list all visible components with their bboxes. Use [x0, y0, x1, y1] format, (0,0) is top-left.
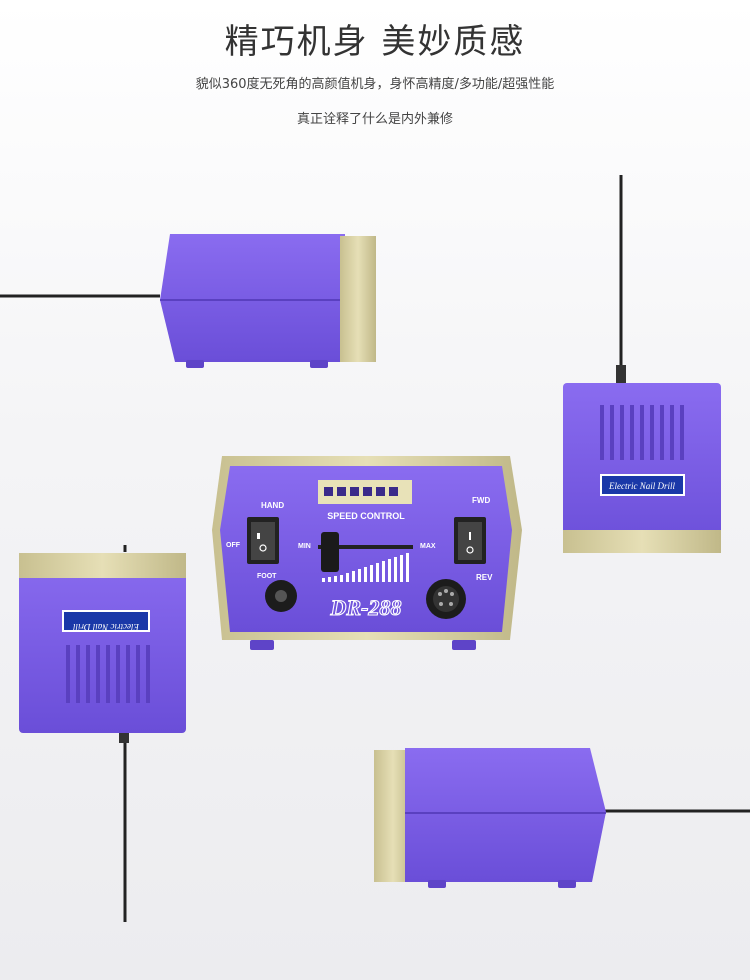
max-label: MAX	[420, 543, 436, 550]
subtitle-line-2: 真正诠释了什么是内外兼修	[296, 112, 453, 127]
foot-label: FOOT	[257, 573, 277, 580]
unit-side-view-left	[0, 234, 376, 368]
off-label: OFF	[226, 542, 241, 549]
min-label: MIN	[298, 543, 311, 550]
subtitle-line-1: 貌似360度无死角的高颜值机身，身怀高精度/多功能/超强性能	[195, 77, 555, 92]
hand-label: HAND	[261, 501, 284, 510]
drill-control-unit	[212, 456, 522, 650]
rev-label: REV	[476, 573, 493, 582]
unit-side-view-right	[374, 748, 750, 888]
page-title: 精巧机身 美妙质感	[224, 22, 526, 62]
model-label: DR-288	[330, 595, 402, 620]
pedal-label-right: Electric Nail Drill	[608, 481, 675, 491]
speed-control-label: SPEED CONTROL	[327, 511, 405, 521]
foot-pedal-top-right	[563, 175, 721, 553]
pedal-label-left: Electric Nail Drill	[73, 622, 140, 632]
fwd-label: FWD	[472, 496, 490, 505]
foot-pedal-bottom-left	[19, 545, 186, 922]
